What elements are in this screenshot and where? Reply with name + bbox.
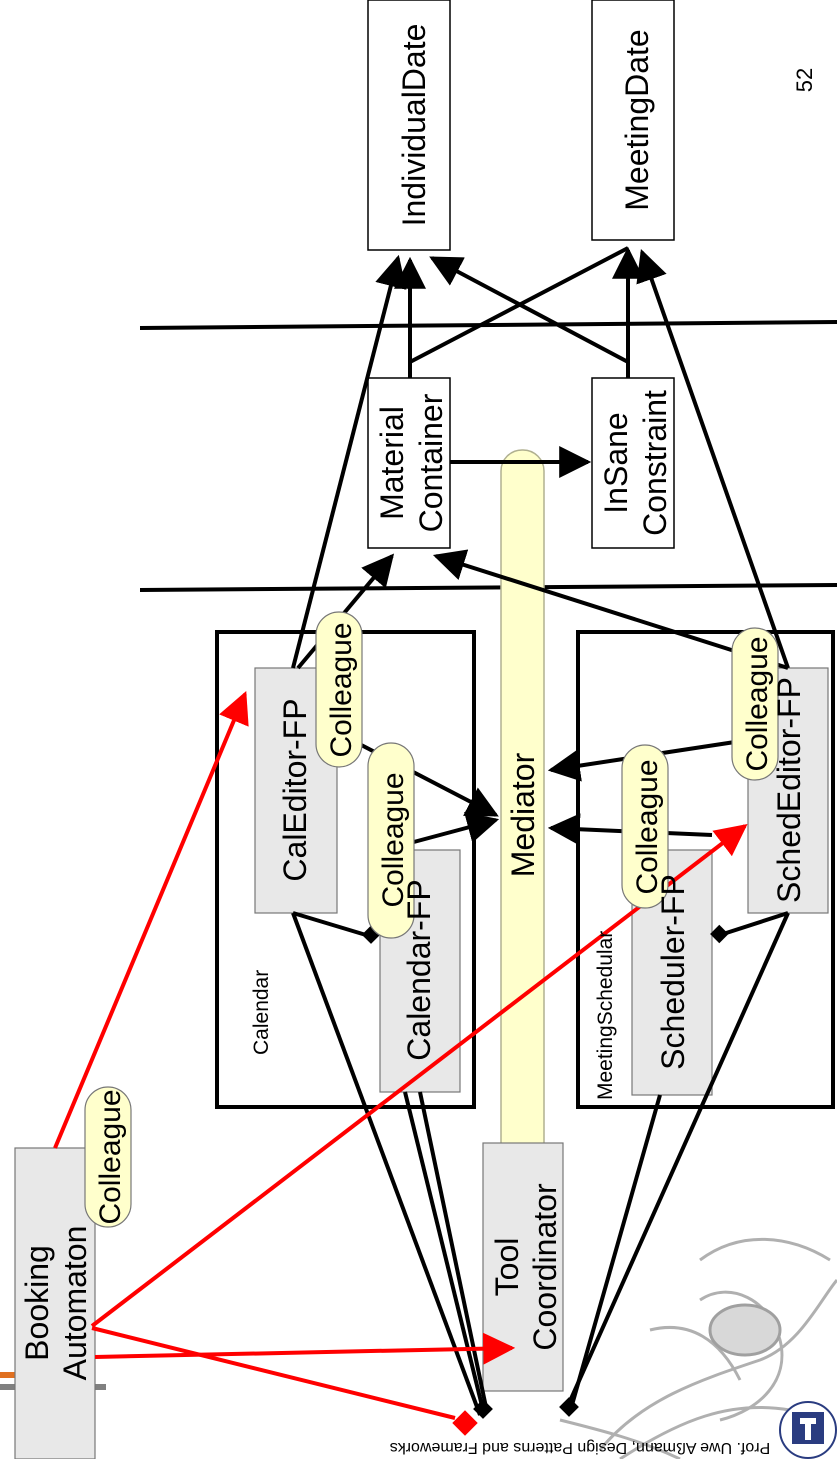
automaton-label: Automaton — [57, 1226, 93, 1381]
meeting-date-label: MeetingDate — [619, 29, 655, 210]
colleague-label: Colleague — [631, 759, 664, 894]
sched-editor-label: SchedEditor-FP — [771, 677, 807, 903]
colleague-label: Colleague — [377, 772, 410, 907]
decorative-strip — [0, 1372, 106, 1390]
individual-date-label: IndividualDate — [396, 24, 432, 227]
material-label: Material — [374, 406, 410, 520]
container-label: Container — [413, 393, 449, 532]
insane-constraint-box — [591, 377, 675, 549]
mediator-label: Mediator — [505, 752, 541, 877]
colleague-ovals — [84, 611, 779, 1228]
colleague-label: Colleague — [94, 1089, 127, 1224]
insane-label: InSane — [598, 412, 634, 513]
meeting-schedular-group-label: MeetingSchedular — [594, 931, 617, 1100]
coordinator-label: Coordinator — [527, 1183, 563, 1351]
colleague-label: Colleague — [741, 636, 774, 771]
layer-separator — [139, 320, 837, 330]
material-container-box — [367, 377, 451, 549]
meeting-schedular-group — [576, 630, 835, 1109]
calendar-fp-label: Calendar-FP — [401, 879, 437, 1060]
booking-automaton-box — [14, 1147, 96, 1460]
cal-editor-label: CalEditor-FP — [277, 698, 313, 881]
university-logo — [779, 1401, 837, 1459]
booking-label: Booking — [19, 1245, 55, 1361]
individual-date-box — [367, 0, 451, 251]
colleague-label: Colleague — [325, 622, 358, 757]
constraint-label: Constraint — [637, 390, 673, 536]
calendar-group-label: Calendar — [250, 970, 273, 1055]
meeting-date-box — [591, 0, 675, 241]
scheduler-fp-label: Scheduler-FP — [655, 874, 691, 1070]
decorative-sketch — [559, 1237, 837, 1461]
red-edges — [53, 691, 748, 1420]
footer-text: Prof. Uwe Aßmann, Design Patterns and Fr… — [390, 1439, 771, 1456]
page-number: 52 — [792, 68, 817, 92]
tool-label: Tool — [489, 1238, 525, 1297]
black-edges — [291, 246, 790, 1416]
red-diamond — [452, 1410, 478, 1436]
tool-coordinator-box — [482, 1142, 564, 1392]
layer-separator — [139, 583, 837, 592]
